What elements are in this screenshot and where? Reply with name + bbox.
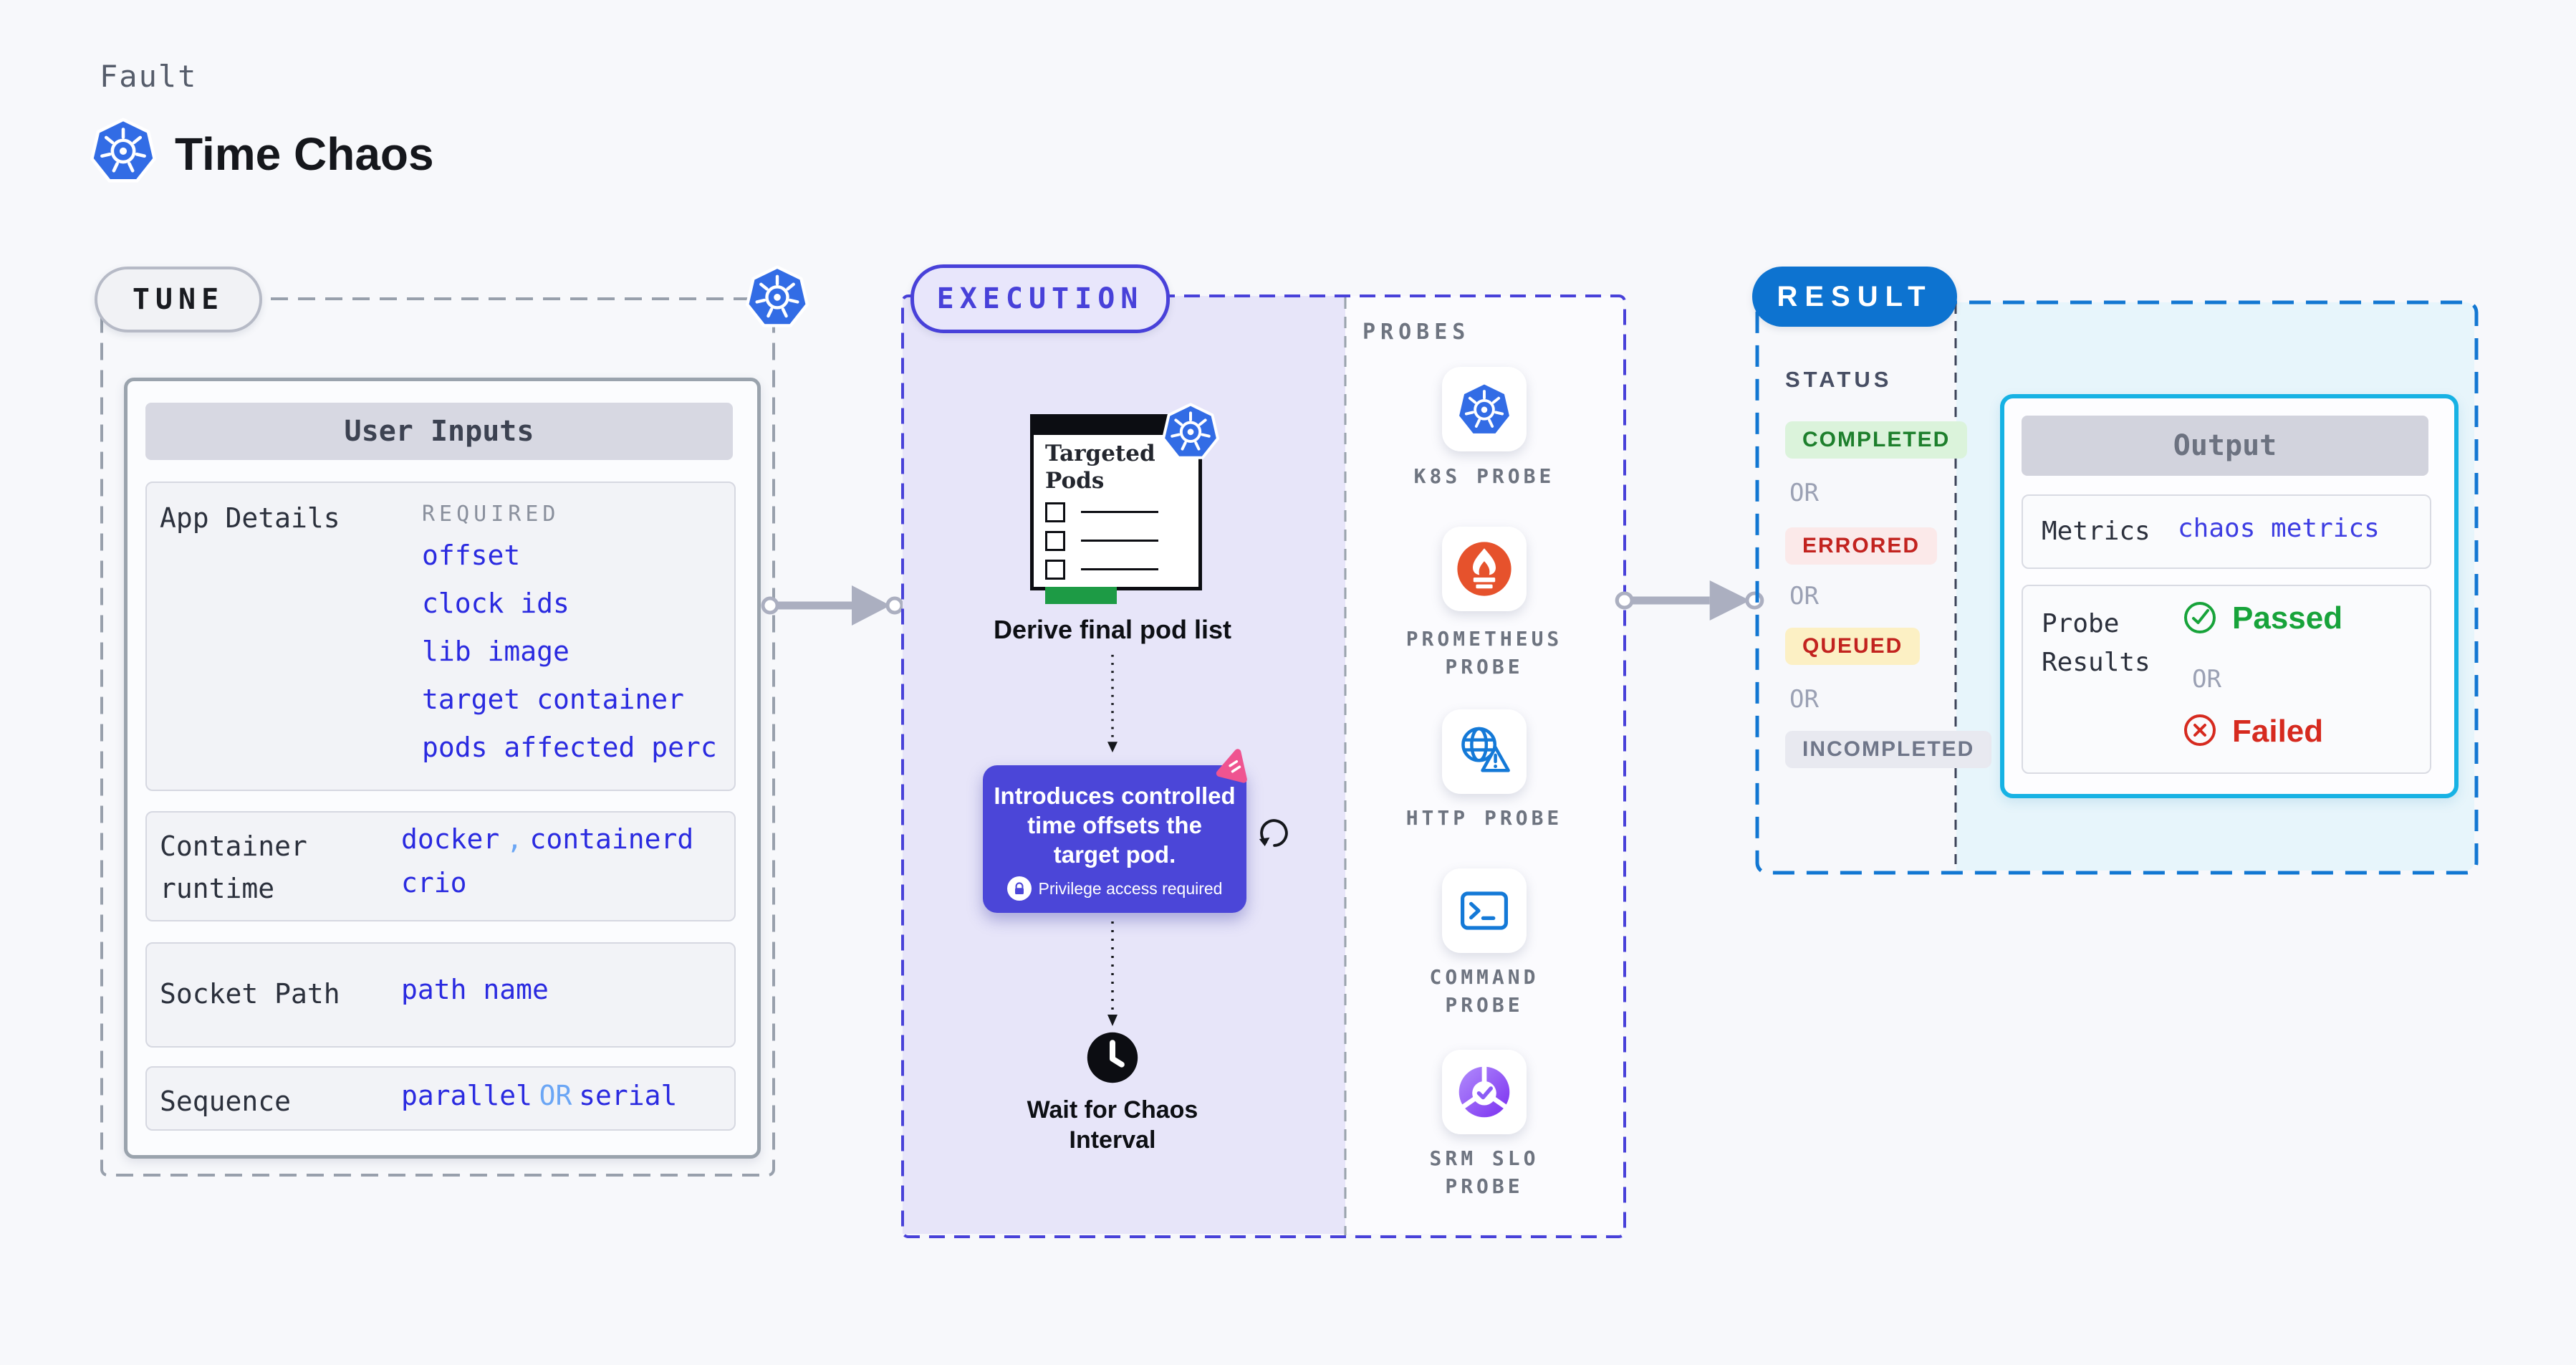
or-label: OR <box>2192 665 2221 694</box>
chaos-tooltip: Introduces controlled time offsets the t… <box>983 765 1246 913</box>
execution-dashed-border <box>901 294 1626 1238</box>
container-runtime-box <box>145 811 736 921</box>
value-serial[interactable]: serial <box>579 1080 678 1111</box>
link-pods-affected-perc[interactable]: pods affected perc <box>422 732 717 763</box>
list-line <box>1081 511 1158 514</box>
passed-label: Passed <box>2232 600 2343 636</box>
link-lib-image[interactable]: lib image <box>422 636 569 667</box>
checkbox-icon <box>1045 559 1065 580</box>
page-title: Time Chaos <box>175 128 434 180</box>
prometheus-icon <box>1456 540 1513 598</box>
link-offset[interactable]: offset <box>422 540 521 571</box>
kubernetes-icon <box>1456 381 1512 437</box>
tune-dashed-border <box>100 297 775 1177</box>
tooltip-line: target pod. <box>1053 841 1176 868</box>
app-details-box <box>145 482 736 791</box>
status-badge-completed: COMPLETED <box>1785 421 1968 459</box>
checkbox-icon <box>1045 502 1065 522</box>
container-runtime-label: Container runtime <box>160 830 307 904</box>
value-crio[interactable]: crio <box>401 867 467 899</box>
list-line <box>1081 540 1158 542</box>
clock-icon <box>1084 1029 1141 1086</box>
k8s-probe-card <box>1442 367 1527 451</box>
slo-pie-check-icon <box>1454 1062 1514 1122</box>
wait-chaos-interval-label: Wait for Chaos Interval <box>1027 1096 1198 1154</box>
kubernetes-icon <box>746 264 809 330</box>
value-parallel[interactable]: parallel <box>401 1080 533 1111</box>
execution-badge: EXECUTION <box>910 264 1170 333</box>
failed-label: Failed <box>2232 714 2324 749</box>
container-runtime-values: docker , containerd <box>401 825 693 853</box>
globe-warning-icon <box>1455 722 1514 781</box>
x-circle-icon <box>2182 712 2218 748</box>
probe-label: PROMETHEUS PROBE <box>1405 627 1563 679</box>
pod-checklist <box>1034 495 1198 604</box>
check-circle-icon <box>2182 599 2218 635</box>
result-badge: RESULT <box>1752 267 1957 327</box>
value-path-name[interactable]: path name <box>401 974 549 1005</box>
tooltip-line: Introduces controlled <box>994 782 1236 809</box>
privilege-note: Privilege access required <box>983 876 1246 901</box>
sequence-box <box>145 1066 736 1131</box>
kubernetes-icon <box>90 116 156 185</box>
probe-label: SRM SLO PROBE <box>1429 1146 1539 1199</box>
privilege-note-text: Privilege access required <box>1038 878 1223 898</box>
checkbox-icon <box>1045 530 1065 551</box>
socket-path-box <box>145 942 736 1048</box>
value-containerd[interactable]: containerd <box>529 823 694 855</box>
output-header: Output <box>2022 416 2428 476</box>
metrics-value-link[interactable]: chaos metrics <box>2178 514 2380 543</box>
socket-path-label: Socket Path <box>160 978 340 1010</box>
refresh-loop-icon <box>1254 813 1294 853</box>
http-probe-card <box>1442 709 1527 794</box>
link-target-container[interactable]: target container <box>422 684 685 715</box>
sequence-values: parallel OR serial <box>401 1082 677 1109</box>
derive-pod-list-label: Derive final pod list <box>993 615 1232 644</box>
or-label: OR <box>1789 685 1819 714</box>
sequence-or: OR <box>539 1080 572 1111</box>
metrics-label: Metrics <box>2042 517 2150 546</box>
sequence-label: Sequence <box>160 1086 292 1117</box>
status-badge-queued: QUEUED <box>1785 628 1921 665</box>
user-inputs-header: User Inputs <box>145 403 733 460</box>
or-label: OR <box>1789 479 1819 507</box>
targeted-pods-title: Targeted Pods <box>1045 441 1155 494</box>
probe-label: COMMAND PROBE <box>1429 965 1539 1017</box>
tooltip-line: time offsets the <box>1027 812 1202 838</box>
fault-eyebrow: Fault <box>100 59 198 94</box>
metrics-row <box>2022 494 2431 569</box>
list-line <box>1081 568 1158 571</box>
comma-separator: , <box>506 823 523 855</box>
value-docker[interactable]: docker <box>401 823 500 855</box>
or-label: OR <box>1789 582 1819 610</box>
link-clock-ids[interactable]: clock ids <box>422 588 569 619</box>
dotted-arrow-down <box>1104 920 1121 1028</box>
probes-title: PROBES <box>1363 320 1471 345</box>
result-dashed-border <box>1755 300 2479 875</box>
probe-results-row <box>2022 585 2431 774</box>
kubernetes-icon <box>1162 401 1219 461</box>
srm-slo-probe-card <box>1442 1050 1527 1134</box>
prometheus-probe-card <box>1442 527 1527 611</box>
lock-icon <box>1006 876 1032 901</box>
status-badge-errored: ERRORED <box>1785 527 1938 565</box>
arrow-execution-to-result <box>1613 565 1767 636</box>
arrow-tune-to-execution <box>759 570 906 641</box>
terminal-icon <box>1456 882 1513 939</box>
probe-results-label: Probe Results <box>2042 609 2150 677</box>
tune-badge: TUNE <box>95 267 262 332</box>
probe-label: K8S PROBE <box>1413 464 1555 488</box>
dotted-arrow-down <box>1104 653 1121 754</box>
status-title: STATUS <box>1785 367 1893 392</box>
required-tag: REQUIRED <box>422 502 560 527</box>
status-badge-incompleted: INCOMPLETED <box>1785 731 1992 768</box>
progress-bar <box>1045 586 1117 604</box>
command-probe-card <box>1442 868 1527 953</box>
app-details-label: App Details <box>160 502 340 534</box>
probe-label: HTTP PROBE <box>1405 806 1563 830</box>
